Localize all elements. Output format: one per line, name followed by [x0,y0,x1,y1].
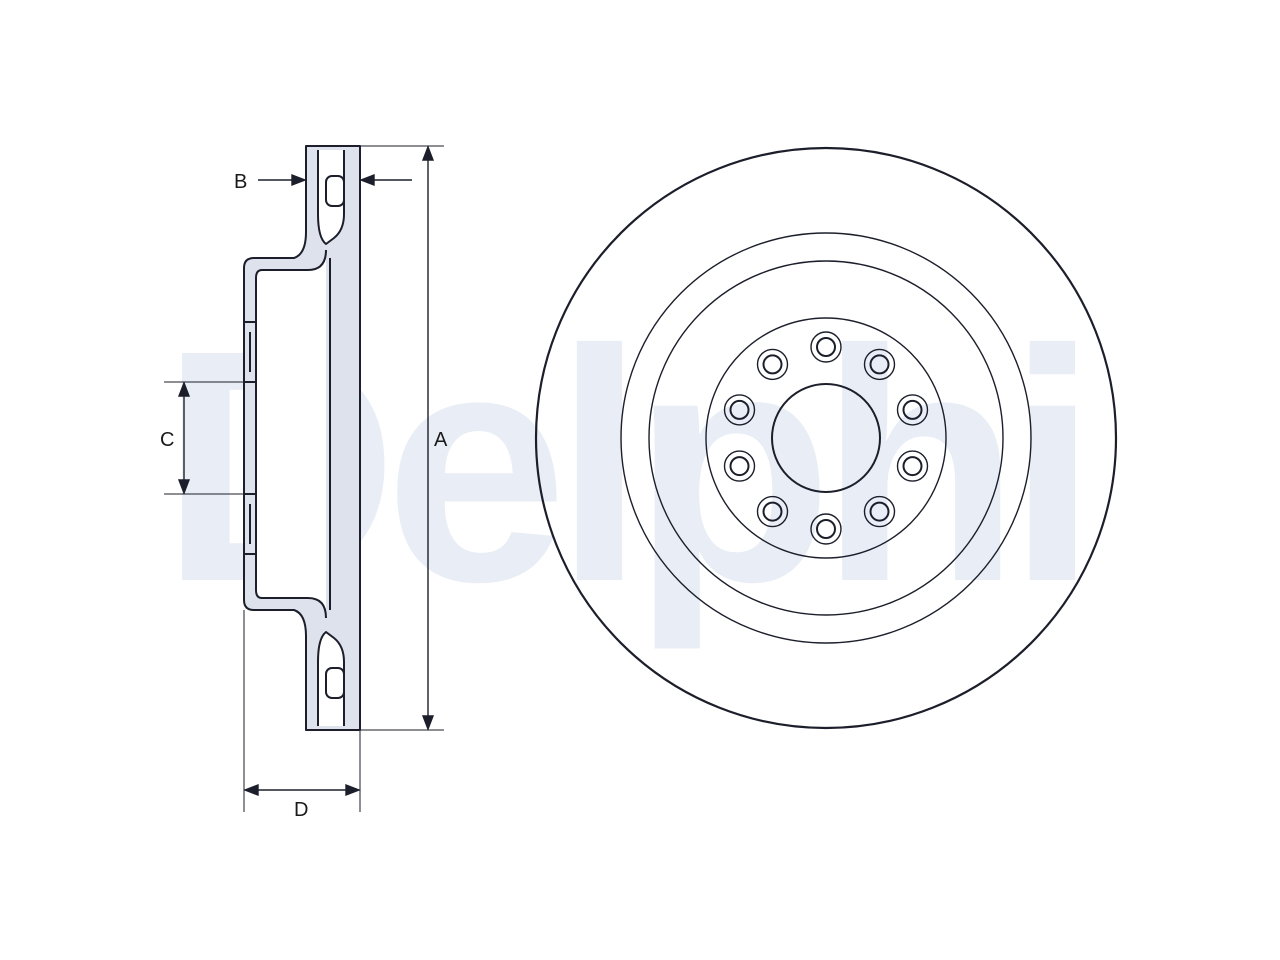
vane-slot-top [325,175,345,207]
dimension-lines [177,145,435,797]
dim-d-arrow-right [345,783,361,797]
bolt-hole-group [723,331,929,545]
bolt-hole-chamfer [896,450,929,482]
dim-a-arrow-top [421,145,435,161]
center-bore [771,383,881,493]
bolt-hole [762,501,783,522]
hat-outer-edge [648,260,1004,616]
dim-label-c: C [160,429,174,451]
disc-front-view [534,146,1118,730]
bolt-hole-chamfer [756,495,789,528]
friction-ring-inner-edge [620,232,1032,644]
dim-c-arrow-bottom [177,479,191,495]
dim-label-d: D [294,799,308,821]
dim-label-a: A [434,429,448,451]
bolt-hole-chamfer [896,394,929,426]
dim-d-arrow-left [243,783,259,797]
dim-b-arrow-left [291,173,307,187]
dim-a-arrow-bottom [421,715,435,731]
bolt-hole [902,456,923,477]
dim-c-arrow-top [177,381,191,397]
bolt-hole [816,337,836,357]
bolt-hole-chamfer [723,450,756,482]
vane-slot-bottom [325,667,345,699]
bolt-hole [869,501,890,522]
bolt-hole [762,354,783,375]
disc-outer-edge [534,146,1118,730]
hat-inner-wall [255,249,327,619]
bolt-hole [869,354,890,375]
hub-face-edge [705,317,947,559]
bolt-hole-chamfer [810,513,842,545]
bolt-hole-chamfer [863,348,896,381]
bolt-hole [729,399,750,420]
disc-side-section-view [164,145,444,812]
bolt-hole-chamfer [756,348,789,381]
bolt-hole-chamfer [810,331,842,363]
bolt-hole [729,456,750,477]
dim-label-b: B [234,171,247,193]
bolt-hole-chamfer [863,495,896,528]
dim-b-arrow-right [359,173,375,187]
bolt-hole [816,519,836,539]
bolt-hole [902,399,923,420]
bolt-hole-chamfer [723,394,756,426]
